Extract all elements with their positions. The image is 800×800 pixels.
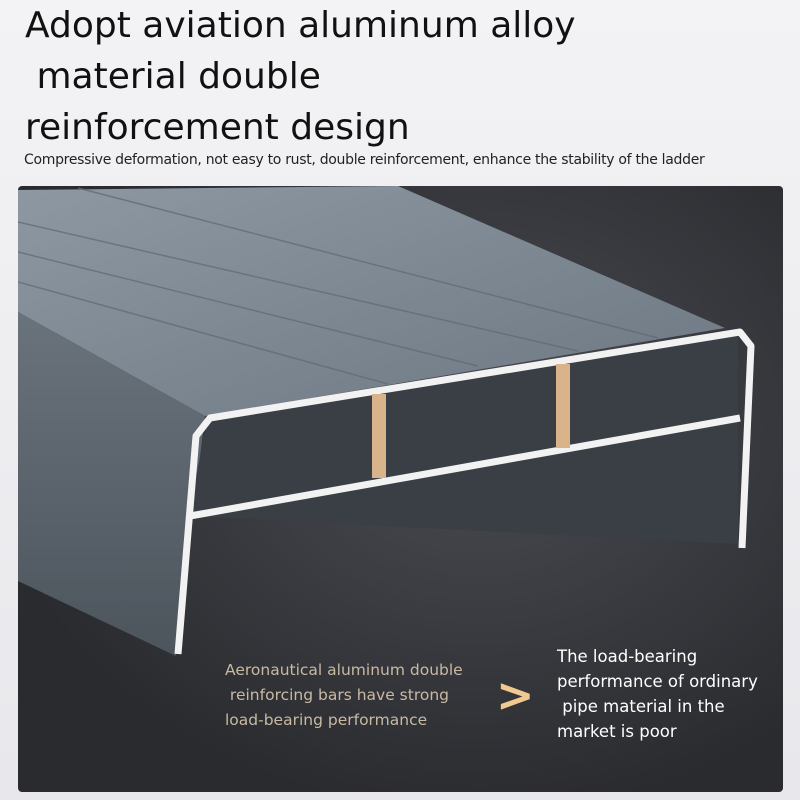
reinforcing-bar <box>372 394 386 478</box>
headline-line: Adopt aviation aluminum alloy <box>25 5 576 46</box>
headline-line: material double <box>25 56 321 97</box>
profile-cross-section <box>174 328 755 655</box>
headline-line: reinforcement design <box>25 107 410 148</box>
headline: Adopt aviation aluminum alloy material d… <box>25 0 576 153</box>
profile-top-face <box>18 186 725 416</box>
profile-side-face <box>18 312 205 656</box>
greater-than-symbol: > <box>496 668 535 722</box>
reinforcing-bar <box>556 364 570 448</box>
product-image-panel: Aeronautical aluminum double reinforcing… <box>18 186 783 792</box>
subtitle: Compressive deformation, not easy to rus… <box>24 152 705 168</box>
aluminum-profile-illustration <box>18 186 755 656</box>
surface-grooves <box>18 187 659 385</box>
aluminum-claim: Aeronautical aluminum double reinforcing… <box>225 661 463 729</box>
